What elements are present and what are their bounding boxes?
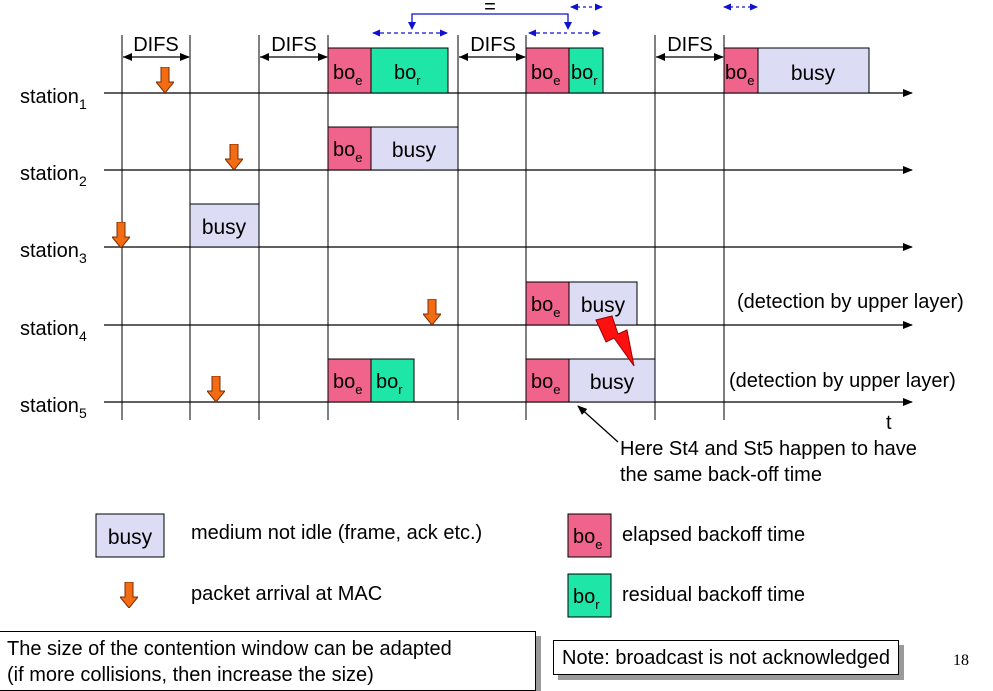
legend-elapsed-text: elapsed backoff time: [622, 524, 805, 546]
backoff-equality-indicator: =: [372, 0, 758, 37]
residual-backoff-block: [568, 47, 604, 94]
elapsed-backoff-block: [525, 281, 570, 326]
collision-note-line: Here St4 and St5 happen to have: [620, 438, 917, 460]
svg-text:bor: bor: [573, 586, 600, 612]
station-label-4: station4: [20, 318, 87, 344]
note-line: (if more collisions, then increase the s…: [7, 664, 374, 686]
packet-arrival-icon: [207, 376, 225, 402]
svg-text:boe: boe: [573, 526, 602, 552]
packet-arrival-icon: [225, 144, 243, 170]
svg-text:busy: busy: [108, 526, 153, 549]
svg-text:boe: boe: [531, 371, 560, 397]
legend: busy medium not idle (frame, ack etc.) p…: [95, 513, 805, 618]
svg-text:boe: boe: [531, 62, 560, 88]
difs-label: DIFS: [470, 34, 516, 56]
svg-text:bor: bor: [571, 62, 598, 88]
residual-backoff-block: [370, 47, 449, 94]
busy-block: [757, 47, 870, 94]
residual-backoff-block: [370, 358, 415, 403]
svg-text:boe: boe: [333, 371, 362, 397]
legend-arrival-text: packet arrival at MAC: [191, 583, 382, 605]
station-4-blocks: boe busy: [525, 281, 638, 326]
difs-label: DIFS: [667, 34, 713, 56]
svg-text:boe: boe: [725, 62, 754, 88]
svg-text:boe: boe: [333, 139, 362, 165]
elapsed-backoff-block: [525, 47, 570, 94]
packet-arrival-icon: [156, 67, 174, 93]
station-3-blocks: busy: [189, 203, 260, 248]
broadcast-note: Note: broadcast is not acknowledged: [553, 640, 899, 675]
svg-text:bor: bor: [376, 371, 403, 397]
legend-busy-text: medium not idle (frame, ack etc.): [191, 522, 482, 544]
difs-label: DIFS: [271, 34, 317, 56]
legend-busy-swatch: [95, 513, 165, 558]
difs-label: DIFS: [133, 34, 179, 56]
collision-lightning-icon: [595, 315, 635, 367]
packet-arrival-icon: [112, 222, 130, 248]
svg-text:busy: busy: [392, 139, 437, 162]
collision-annotation: Here St4 and St5 happen to have the same…: [577, 405, 917, 486]
station-label-3: station3: [20, 240, 87, 266]
station-labels: station1 station2 station3 station4 stat…: [20, 86, 87, 421]
svg-text:busy: busy: [791, 62, 836, 85]
legend-arrival-icon: [120, 582, 138, 608]
equal-sign: =: [484, 0, 496, 18]
contention-window-note: The size of the contention window can be…: [0, 631, 536, 691]
elapsed-backoff-block: [327, 358, 372, 403]
page-number: 18: [953, 652, 969, 669]
difs-intervals: DIFS DIFS DIFS DIFS: [123, 34, 724, 61]
packet-arrival-icon: [423, 299, 441, 325]
svg-text:busy: busy: [202, 216, 247, 239]
station-1-blocks: boe bor boe bor boe busy: [327, 47, 870, 94]
svg-text:bor: bor: [394, 62, 421, 88]
elapsed-backoff-block: [723, 47, 759, 94]
svg-text:busy: busy: [581, 294, 626, 317]
svg-text:busy: busy: [590, 371, 635, 394]
station-label-1: station1: [20, 86, 87, 112]
legend-residual-swatch: [567, 573, 612, 618]
collision-note-line: the same back-off time: [620, 464, 822, 486]
station-2-blocks: boe busy: [327, 126, 459, 171]
detection-note-station-4: (detection by upper layer): [737, 291, 964, 313]
legend-residual-text: residual backoff time: [622, 584, 805, 606]
station-label-5: station5: [20, 395, 87, 421]
note-line: The size of the contention window can be…: [7, 638, 452, 660]
time-axis-label: t: [886, 412, 892, 434]
svg-text:boe: boe: [333, 62, 362, 88]
svg-text:boe: boe: [531, 294, 560, 320]
busy-block: [568, 358, 656, 403]
busy-block: [370, 126, 459, 171]
detection-note-station-5: (detection by upper layer): [729, 370, 956, 392]
legend-elapsed-swatch: [567, 513, 612, 558]
packet-arrivals: [112, 67, 441, 402]
busy-block: [189, 203, 260, 248]
station-label-2: station2: [20, 163, 87, 189]
station-5-blocks: boe bor boe busy: [327, 358, 656, 403]
